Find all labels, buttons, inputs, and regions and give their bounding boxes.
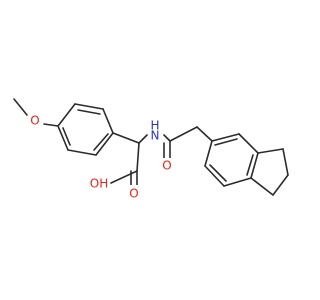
amide-n-label: N [151,129,160,143]
indane-cyclopentane-ring [250,148,289,196]
bond-alpha-n [138,134,148,144]
bond-alpha-acid-c [136,142,140,172]
amide-h-label: H [150,119,159,133]
bond-methyl-o [13,98,28,116]
structure-drawing: O H N O OH O [13,98,289,201]
methoxy-o-bg [28,113,42,129]
acid-o-bg [127,185,141,201]
methoxyphenyl-ring [57,103,114,156]
bond-acid-c-oh [110,170,138,184]
indane-benzene-ring [204,133,259,187]
bond-o-ring [43,123,59,127]
methoxy-o-label: O [30,114,39,128]
acid-oh-label: OH [90,177,108,191]
bond-n-carbonyl [163,134,171,142]
molecule-diagram: O H N O OH O [13,98,289,201]
acid-o-label: O [129,187,138,201]
amide-o-bg [160,158,174,174]
bond-ring-alpha [112,132,140,144]
bond-carbonyl-ch2 [169,126,198,142]
amide-o-label: O [162,159,171,173]
bond-ch2-ring [196,126,213,142]
